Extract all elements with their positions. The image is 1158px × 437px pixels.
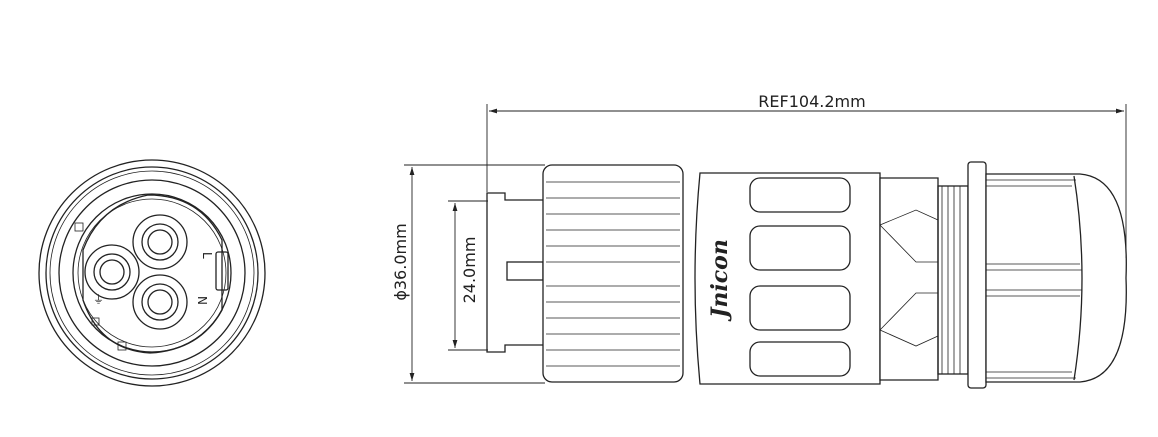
pin-label-live: L — [200, 252, 214, 259]
pin-earth — [93, 253, 131, 291]
overall-length-label: REF104.2mm — [758, 92, 865, 111]
brand-logo: Jnicon — [707, 239, 733, 322]
pin-live — [141, 223, 179, 261]
pin-label-neutral: N — [195, 296, 209, 305]
pin-shroud — [84, 214, 188, 330]
outer-diameter-label: ϕ36.0mm — [391, 223, 410, 300]
dimension-inner-diameter: 24.0mm — [448, 200, 488, 351]
thread — [937, 185, 969, 375]
side-view: Jnicon — [486, 161, 1127, 389]
pin-label-earth: ⏚ — [93, 293, 104, 306]
grip-slots — [749, 177, 851, 377]
dimension-overall-length: REF104.2mm — [486, 92, 1127, 258]
pin-neutral — [141, 283, 179, 321]
flange — [967, 161, 987, 389]
coupling-nut — [542, 164, 684, 383]
inner-diameter-label: 24.0mm — [460, 237, 479, 304]
front-view: L N ⏚ — [38, 159, 266, 387]
cable-gland — [985, 173, 1127, 383]
dimension-outer-diameter: ϕ36.0mm — [391, 164, 545, 384]
hex-nut — [879, 177, 939, 381]
